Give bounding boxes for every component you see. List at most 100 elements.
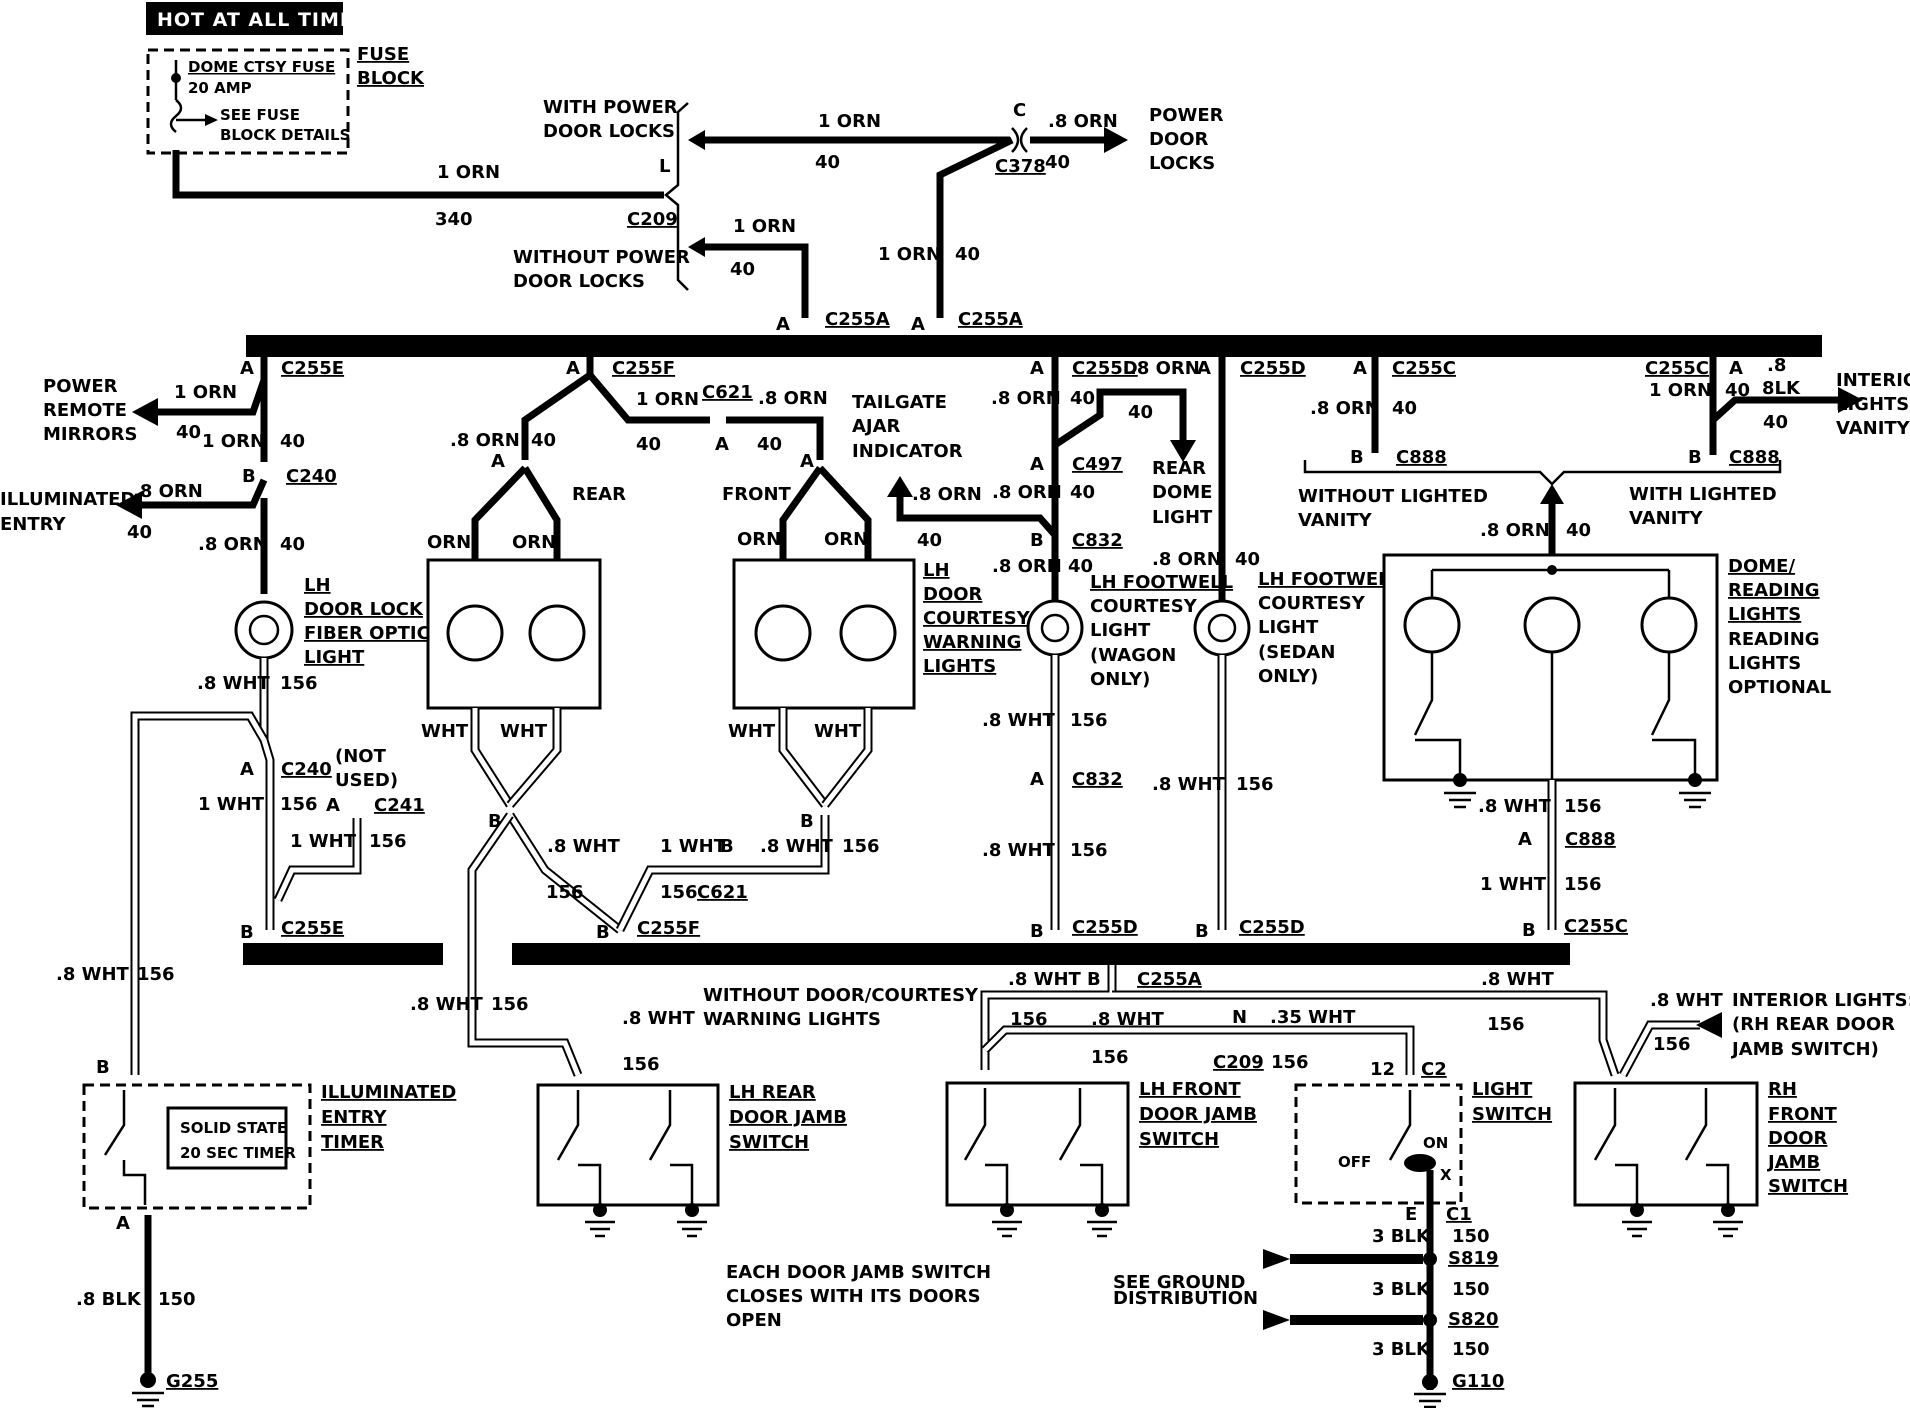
light-switch-on: ON [1423, 1134, 1448, 1152]
c378-label: C378 [995, 156, 1046, 177]
c1-pin-e: E [1405, 1204, 1417, 1225]
rhfront-ground-a-icon [1630, 1203, 1644, 1217]
sedan-4: (SEDAN [1258, 642, 1335, 663]
c241-circuit-label: 156 [369, 831, 407, 852]
wagon-4: (WAGON [1090, 645, 1176, 666]
without-locks-arrow-icon [688, 237, 705, 257]
lhf-1: LH FRONT [1139, 1079, 1241, 1100]
c240-bottom-label: C240 [281, 759, 332, 780]
sedan-wht8: .8 WHT [1152, 774, 1226, 795]
c621-wht1-label: 1 WHT [660, 836, 727, 857]
lh-front-jamb-switch-block [945, 1081, 1130, 1207]
without-locks-wire [700, 243, 809, 318]
c888-label-2: C888 [1729, 447, 1780, 468]
front-orn8-label: .8 ORN [758, 388, 828, 409]
mirrors-dest-3: MIRRORS [43, 424, 137, 445]
s820-ground-arrow-icon [1263, 1310, 1290, 1330]
c1-label: C1 [1446, 1204, 1472, 1225]
rear-dome-orn8: .8 ORN [1130, 358, 1200, 379]
power-lock-out-circuit-label: 40 [1045, 152, 1070, 173]
c255d-bottom-label-1: C255D [1072, 917, 1138, 938]
rhrear-1: INTERIOR LIGHTS: [1732, 990, 1910, 1011]
c255f-wht8-label: .8 WHT [547, 836, 621, 857]
dome-1: DOME/ [1728, 556, 1795, 577]
ground-dist-2: DISTRIBUTION [1113, 1288, 1258, 1309]
front-label: FRONT [722, 484, 792, 505]
wagon-circuit-2: 40 [1070, 482, 1095, 503]
rear-label: REAR [572, 484, 626, 505]
lh-courtesy-1: LH [923, 560, 950, 581]
lhfront-ground-a-icon [1000, 1203, 1014, 1217]
wagon-wht-circuit-2: 156 [1070, 840, 1108, 861]
c255e-bottom-label: C255E [281, 918, 344, 939]
without-power-locks-2: DOOR LOCKS [513, 271, 645, 292]
front-orn-2: ORN [824, 529, 868, 550]
front-lamp-feed-wire [726, 416, 824, 460]
dome-wht1: 1 WHT [1480, 874, 1547, 895]
without-lighted-2: VANITY [1298, 510, 1373, 531]
c832-bottom-label: C832 [1072, 769, 1123, 790]
dome-circuit: 40 [1566, 520, 1591, 541]
lhr-3: SWITCH [729, 1132, 809, 1153]
rear-wht-1: WHT [421, 721, 469, 742]
ls-1: LIGHT [1472, 1079, 1533, 1100]
vanity-interior-arrow-icon [1838, 387, 1863, 413]
mid-circuit-label: 40 [280, 431, 305, 452]
rear-dome-circuit: 40 [1128, 402, 1153, 423]
c255f-pin-a: A [566, 358, 580, 379]
timer-pin-a: A [116, 1213, 130, 1234]
c255e-pin-a: A [240, 358, 254, 379]
mirrors-wire [156, 357, 268, 416]
vanity-blk-circuit: 40 [1763, 412, 1788, 433]
fuse-terminal-dot [171, 73, 181, 83]
vanity-with-circuit: 40 [1725, 380, 1750, 401]
wagon-orn8-1: .8 ORN [991, 388, 1061, 409]
c255f-bottom-label: C255F [637, 918, 700, 939]
lock-light-1: LH [304, 575, 331, 596]
lhfront-switch-a-icon [963, 1088, 1009, 1205]
c209-pin-n: N [1232, 1007, 1247, 1028]
illum-dest-2: ENTRY [0, 514, 67, 535]
lhrear-wht8-b: .8 WHT [622, 1008, 696, 1029]
c255e-pin-b: B [240, 922, 254, 943]
c240-pin-b: B [242, 466, 256, 487]
s819-wire [1290, 1254, 1423, 1264]
dome-wht-circuit: 156 [1564, 796, 1602, 817]
wagon-orn8-3: .8 ORN [992, 556, 1062, 577]
rear-wht-2: WHT [500, 721, 548, 742]
ie-2: ENTRY [321, 1107, 388, 1128]
lhrear-circuit-a: 156 [491, 994, 529, 1015]
dome-reading-light-block [1382, 553, 1719, 782]
rhrear-arrow-icon [1696, 1012, 1722, 1038]
lhr-1: LH REAR [729, 1082, 816, 1103]
ie-3: TIMER [321, 1132, 384, 1153]
c255a-pin-2: A [911, 314, 925, 335]
wagon-circuit-3: 40 [1068, 556, 1093, 577]
rear-lamp-feed-wire [521, 357, 594, 460]
wagon-orn8-2: .8 ORN [992, 482, 1062, 503]
tailgate-2: AJAR [852, 416, 901, 437]
wagon-3: LIGHT [1090, 620, 1151, 641]
lh-courtesy-2: DOOR [923, 584, 983, 605]
mirrors-arrow-icon [132, 398, 158, 426]
c621-front-circuit: 156 [842, 836, 880, 857]
dome-ground-right-icon [1688, 773, 1702, 787]
front-lamp-right-icon [839, 604, 897, 662]
c497-pin-a: A [1030, 454, 1044, 475]
with-locks-drop-wire [936, 136, 1014, 318]
power-lock-dest-3: LOCKS [1149, 153, 1215, 174]
drop2-circuit-label: 40 [955, 244, 980, 265]
rear-orn-2: ORN [512, 532, 556, 553]
c255f-top-label: C255F [612, 358, 675, 379]
c378-connector-icon [1011, 127, 1028, 153]
c621-top-label: C621 [702, 382, 753, 403]
vanity-option-brace [1303, 460, 1782, 486]
c255a-pin-b: B [1087, 969, 1101, 990]
c255e-top-label: C255E [281, 358, 344, 379]
c240-top-label: C240 [286, 466, 337, 487]
sedan-footwell-lamp-icon [1193, 599, 1251, 657]
wagon-wht8-1: .8 WHT [982, 710, 1056, 731]
c255d-pin-b-1: B [1030, 921, 1044, 942]
c255d-top-label-1: C255D [1072, 358, 1138, 379]
wagon-5: ONLY) [1090, 669, 1150, 690]
